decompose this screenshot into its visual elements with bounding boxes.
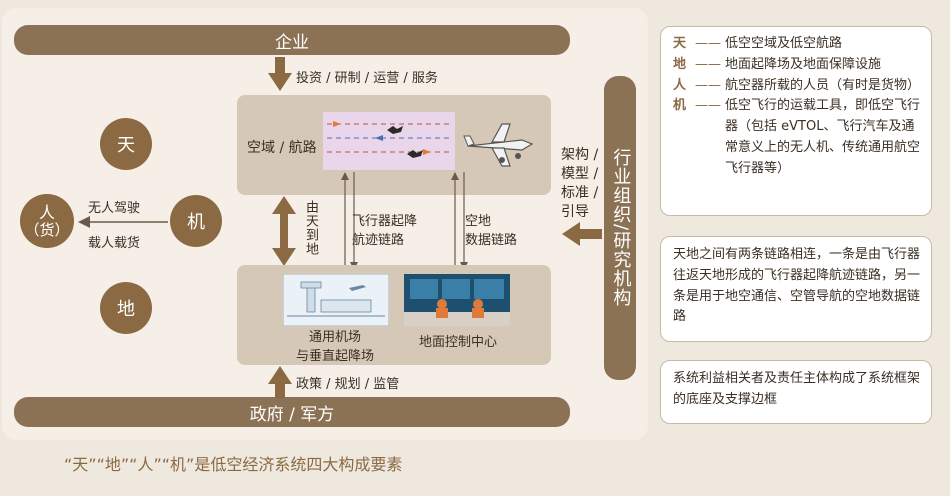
legend-dash: —— xyxy=(695,77,721,93)
note-stakeholders-box: 系统利益相关者及责任主体构成了系统框架的底座及支撑边框 xyxy=(660,360,932,424)
legend-row-tian: 天 —— 低空空域及低空航路 xyxy=(673,34,923,55)
ji-label: 机 xyxy=(187,212,205,233)
ji-circle: 机 xyxy=(170,195,222,247)
di-label: 地 xyxy=(117,299,135,320)
control-center-label: 地面控制中心 xyxy=(419,335,498,350)
legend-row-ren: 人 —— 航空器所载的人员（有时是货物） xyxy=(673,76,923,97)
ren-circle: 人 （货） xyxy=(20,194,74,248)
di-circle: 地 xyxy=(100,282,152,334)
bottom-arrow-label: 政策 / 规划 / 监管 xyxy=(296,377,400,392)
legend-key: 地 xyxy=(673,56,687,72)
enterprise-bar: 企业 xyxy=(14,25,570,55)
legend-dash: —— xyxy=(695,56,721,72)
note-links-box: 天地之间有两条链路相连，一条是由飞行器往返天地形成的飞行器起降航迹链路，另一条是… xyxy=(660,236,932,342)
research-label: 行业组织/研究机构 xyxy=(610,148,632,308)
research-arrow-label: 架构 / 模型 / 标准 / 引导 xyxy=(561,146,598,222)
legend-key: 人 xyxy=(673,77,687,93)
control-center-illustration xyxy=(404,274,510,326)
ren-arrow-label-bottom: 载人载货 xyxy=(88,236,141,251)
ren-sub-label: （货） xyxy=(24,220,70,239)
ren-arrow-label-top: 无人驾驶 xyxy=(88,201,141,216)
airport-label-line2: 与垂直起降场 xyxy=(296,348,375,364)
research-arrow-label-line2: 模型 / xyxy=(561,165,599,182)
government-label: 政府 / 军方 xyxy=(249,404,335,425)
data-link-label-line2: 数据链路 xyxy=(465,232,518,248)
legend-text: 低空空域及低空航路 xyxy=(725,36,843,51)
legend-dash: —— xyxy=(695,98,721,114)
legend-key: 天 xyxy=(673,36,687,51)
legend-row-ji: 机 —— 低空飞行的运载工具，即低空飞行器（包括 eVTOL、飞行汽车及通常意义… xyxy=(673,96,923,179)
flight-track-label-line2: 航迹链路 xyxy=(352,232,405,248)
top-arrow-label: 投资 / 研制 / 运营 / 服务 xyxy=(296,71,438,86)
note-stakeholders-text: 系统利益相关者及责任主体构成了系统框架的底座及支撑边框 xyxy=(673,371,921,407)
footer-caption: “天”“地”“人”“机”是低空经济系统四大构成要素 xyxy=(64,455,403,474)
sky-to-ground-arrow-icon xyxy=(272,196,296,266)
ji-to-ren-arrow-icon xyxy=(78,216,168,228)
government-bar: 政府 / 军方 xyxy=(14,397,570,427)
flight-track-label: 飞行器起降 航迹链路 xyxy=(352,213,417,251)
research-arrow-icon xyxy=(562,222,602,246)
data-link-label-line1: 空地 xyxy=(465,214,492,229)
diagram-frame xyxy=(2,8,648,440)
enterprise-label: 企业 xyxy=(275,32,309,53)
tian-circle: 天 xyxy=(100,118,152,170)
bottom-up-arrow-icon xyxy=(268,366,292,398)
airplane-icon xyxy=(463,123,534,167)
research-arrow-label-line3: 标准 / xyxy=(561,184,599,201)
flight-track-link-icon xyxy=(341,172,358,270)
legend-text: 低空飞行的运载工具，即低空飞行器（包括 eVTOL、飞行汽车及通常意义上的无人机… xyxy=(725,98,921,176)
ren-label: 人 xyxy=(38,202,55,222)
legend-text: 地面起降场及地面保障设施 xyxy=(725,56,882,72)
flight-track-label-line1: 飞行器起降 xyxy=(352,214,418,229)
legend-dash: —— xyxy=(695,36,721,51)
airport-illustration xyxy=(283,274,389,326)
note-links-text: 天地之间有两条链路相连，一条是由飞行器往返天地形成的飞行器起降航迹链路，另一条是… xyxy=(673,247,921,325)
top-down-arrow-icon xyxy=(268,57,292,91)
airspace-label: 空域 / 航路 xyxy=(247,140,317,156)
research-arrow-label-line1: 架构 / xyxy=(561,147,599,163)
legend-box: 天 —— 低空空域及低空航路 地 —— 地面起降场及地面保障设施 人 —— 航空… xyxy=(660,26,932,216)
data-link-label: 空地 数据链路 xyxy=(465,213,517,251)
sky-to-ground-label: 由天到地 xyxy=(303,200,318,256)
research-bar: 行业组织/研究机构 xyxy=(604,76,636,380)
legend-row-di: 地 —— 地面起降场及地面保障设施 xyxy=(673,55,923,76)
legend-text: 航空器所载的人员（有时是货物） xyxy=(725,77,921,93)
airport-label: 通用机场 与垂直起降场 xyxy=(296,329,374,367)
air-route-illustration xyxy=(323,112,455,170)
research-arrow-label-line4: 引导 xyxy=(561,203,589,220)
tian-label: 天 xyxy=(117,135,135,156)
airport-label-line1: 通用机场 xyxy=(309,330,362,345)
legend-key: 机 xyxy=(673,98,687,114)
